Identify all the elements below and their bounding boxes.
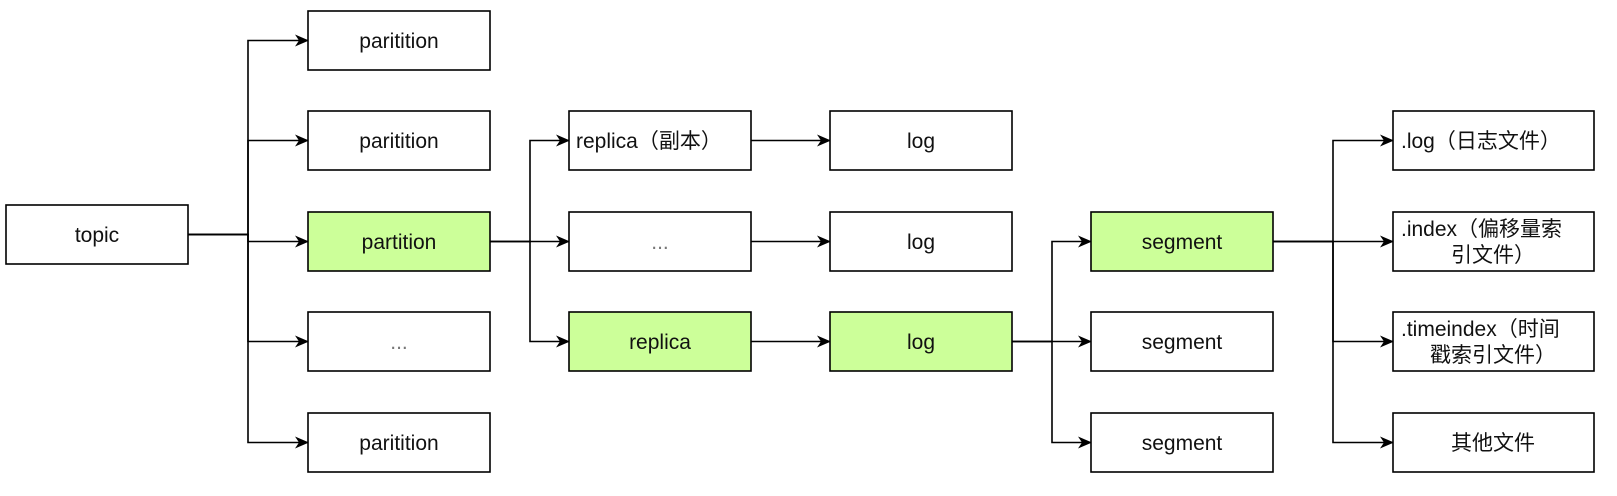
- node-replica-3-label: replica: [629, 331, 691, 354]
- node-segment-3-label: segment: [1142, 432, 1223, 455]
- node-file-timeindex: .timeindex（时间 戳索引文件）: [1392, 311, 1595, 372]
- node-replica-1-label: replica（副本）: [576, 130, 722, 153]
- node-file-log-label: .log（日志文件）: [1401, 130, 1561, 153]
- node-log-3-label: log: [907, 331, 935, 354]
- node-log-2: log: [829, 211, 1013, 272]
- node-file-index: .index（偏移量索 引文件）: [1392, 211, 1595, 272]
- node-file-log: .log（日志文件）: [1392, 110, 1595, 171]
- edge-segment1-to-file1: [1273, 134, 1394, 243]
- node-partition-1-label: paritition: [359, 30, 438, 53]
- node-topic: topic: [5, 204, 189, 265]
- node-partition-3: partition: [307, 211, 491, 272]
- node-partition-2-label: paritition: [359, 130, 438, 153]
- edge-topic-to-partition2: [188, 134, 309, 236]
- node-topic-label: topic: [75, 224, 119, 247]
- edge-log3-to-segment1: [1012, 235, 1092, 343]
- edge-partition3-to-replica1: [490, 134, 570, 243]
- node-partition-2: paritition: [307, 110, 491, 171]
- node-partition-5: paritition: [307, 412, 491, 473]
- edge-log3-to-segment3: [1012, 340, 1092, 449]
- node-replica-2: ...: [568, 211, 752, 272]
- node-file-timeindex-label-line-2: 戳索引文件）: [1430, 344, 1556, 367]
- node-log-1-label: log: [907, 130, 935, 153]
- node-file-other: 其他文件: [1392, 412, 1595, 473]
- node-segment-2-label: segment: [1142, 331, 1223, 354]
- node-file-other-label: 其他文件: [1451, 432, 1535, 455]
- node-log-1: log: [829, 110, 1013, 171]
- node-partition-4: ...: [307, 311, 491, 372]
- node-partition-1: paritition: [307, 10, 491, 71]
- node-log-3: log: [829, 311, 1013, 372]
- node-partition-3-label: partition: [362, 231, 437, 254]
- node-segment-1-label: segment: [1142, 231, 1223, 254]
- node-partition-5-label: paritition: [359, 432, 438, 455]
- node-replica-3: replica: [568, 311, 752, 372]
- node-log-2-label: log: [907, 231, 935, 254]
- edge-segment1-to-file4: [1273, 240, 1394, 449]
- node-file-timeindex-label-line-1: .timeindex（时间: [1401, 318, 1560, 341]
- node-segment-1: segment: [1090, 211, 1274, 272]
- node-partition-4-label: ...: [390, 331, 408, 354]
- node-replica-1: replica（副本）: [568, 110, 752, 171]
- node-replica-2-label: ...: [651, 231, 669, 254]
- edge-partition3-to-replica3: [490, 240, 570, 348]
- edges-layer: [188, 34, 1394, 449]
- edge-topic-to-partition5: [188, 233, 309, 449]
- node-file-index-label-line-2: 引文件）: [1451, 244, 1535, 267]
- node-segment-3: segment: [1090, 412, 1274, 473]
- node-segment-2: segment: [1090, 311, 1274, 372]
- node-file-index-label-line-1: .index（偏移量索: [1401, 218, 1562, 241]
